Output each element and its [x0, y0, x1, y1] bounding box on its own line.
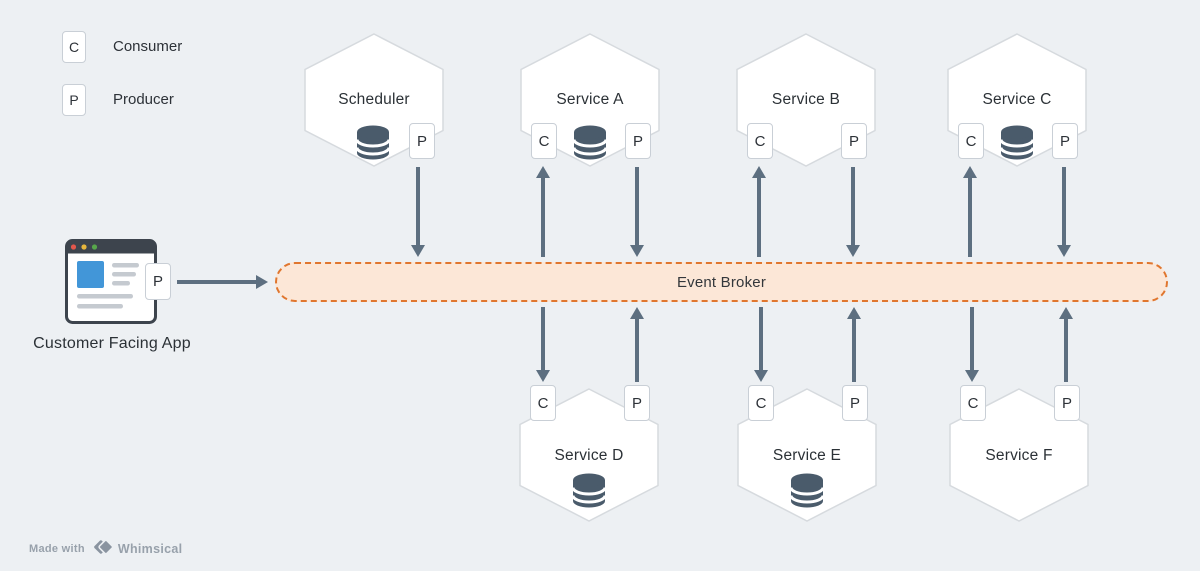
flow-arrow-service-b-to-broker [845, 167, 860, 257]
legend-consumer-symbol: C [68, 39, 80, 55]
service-node-e: C P Service E [736, 385, 878, 522]
service-node-scheduler: Scheduler P [303, 33, 445, 167]
flow-arrow-broker-to-service-f [964, 307, 979, 382]
flow-arrow-service-f-to-broker [1058, 307, 1073, 382]
flow-arrow-broker-to-service-e [753, 307, 768, 382]
service-name: Service B [771, 91, 841, 108]
legend-consumer-label: Consumer [113, 38, 183, 55]
producer-symbol: P [1059, 132, 1070, 150]
flow-arrow-service-e-to-broker [846, 307, 861, 382]
producer-symbol: P [1061, 394, 1072, 412]
database-icon [573, 125, 607, 160]
made-with-whimsical[interactable]: Made with Whimsical [29, 540, 182, 557]
flow-arrow-app-to-broker [177, 274, 268, 289]
consumer-badge: C [960, 385, 986, 421]
service-name: Service A [556, 91, 624, 108]
consumer-symbol: C [754, 132, 766, 150]
legend-consumer-badge: C [62, 31, 86, 63]
service-name: Service E [772, 447, 842, 464]
consumer-badge: C [958, 123, 984, 159]
flow-arrow-broker-to-service-c [962, 166, 977, 257]
service-name: Service C [982, 91, 1052, 108]
service-name: Scheduler [338, 91, 410, 108]
browser-window-icon [65, 239, 157, 324]
consumer-badge: C [530, 385, 556, 421]
legend-producer-symbol: P [69, 92, 79, 108]
event-broker-label: Event Broker [676, 273, 767, 291]
producer-symbol: P [631, 394, 642, 412]
consumer-badge: C [748, 385, 774, 421]
customer-facing-app-label: Customer Facing App [33, 335, 191, 352]
consumer-symbol: C [537, 394, 549, 412]
event-broker-node: Event Broker [275, 262, 1168, 302]
legend-producer-badge: P [62, 84, 86, 116]
hexagon-shape [737, 388, 877, 522]
producer-badge: P [409, 123, 435, 159]
consumer-symbol: C [965, 132, 977, 150]
flow-arrow-broker-to-service-b [751, 166, 766, 257]
producer-badge: P [841, 123, 867, 159]
database-icon [790, 473, 824, 508]
service-name: Service F [985, 447, 1053, 464]
service-node-b: Service B C P [735, 33, 877, 167]
producer-symbol: P [849, 394, 860, 412]
service-name: Service D [554, 447, 624, 464]
made-with-text: Made with [29, 542, 85, 555]
service-node-f: C P Service F [948, 385, 1090, 522]
consumer-badge: C [747, 123, 773, 159]
whimsical-brand-text: Whimsical [117, 541, 183, 556]
producer-badge: P [145, 263, 171, 300]
database-icon [1000, 125, 1034, 160]
flow-arrow-service-a-to-broker [629, 167, 644, 257]
flow-arrow-scheduler-to-broker [410, 167, 425, 257]
producer-badge: P [624, 385, 650, 421]
producer-badge: P [1052, 123, 1078, 159]
database-icon [356, 125, 390, 160]
flow-arrow-service-d-to-broker [629, 307, 644, 382]
hexagon-shape [949, 388, 1089, 522]
producer-symbol: P [848, 132, 859, 150]
database-icon [572, 473, 606, 508]
consumer-symbol: C [538, 132, 550, 150]
flow-arrow-service-c-to-broker [1056, 167, 1071, 257]
consumer-badge: C [531, 123, 557, 159]
producer-symbol: P [152, 273, 163, 290]
whimsical-logo-icon [94, 540, 113, 555]
producer-symbol: P [632, 132, 643, 150]
producer-badge: P [842, 385, 868, 421]
legend-producer-label: Producer [113, 91, 174, 108]
flow-arrow-broker-to-service-d [535, 307, 550, 382]
producer-badge: P [1054, 385, 1080, 421]
producer-badge: P [625, 123, 651, 159]
consumer-symbol: C [967, 394, 979, 412]
hexagon-shape [304, 33, 444, 167]
service-node-a: Service A C P [519, 33, 661, 167]
hexagon-shape [519, 388, 659, 522]
flow-arrow-broker-to-service-a [535, 166, 550, 257]
service-node-c: Service C C P [946, 33, 1088, 167]
consumer-symbol: C [755, 394, 767, 412]
producer-symbol: P [416, 132, 427, 150]
service-node-d: C P Service D [518, 385, 660, 522]
